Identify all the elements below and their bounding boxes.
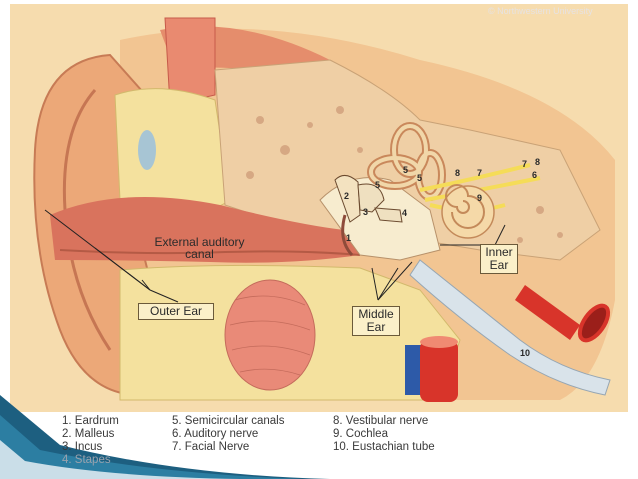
marker-8a: 8 [455, 168, 461, 178]
stapes [374, 207, 403, 223]
label-inner-ear-line2: Ear [489, 258, 509, 272]
marker-10: 10 [520, 348, 531, 358]
label-inner-ear: Inner Ear [480, 244, 518, 274]
legend-item-facial-nerve: 7. Facial Nerve [172, 441, 250, 453]
marker-7a: 7 [477, 168, 483, 178]
label-middle-ear-line2: Ear [366, 320, 386, 334]
legend-item-incus: 3. Incus [62, 441, 103, 453]
legend-column-2: 5. Semicircular canals 6. Auditory nerve… [172, 415, 284, 454]
eustachian-tube [409, 259, 611, 396]
marker-5c: 5 [417, 173, 423, 183]
marker-1: 1 [346, 233, 352, 243]
legend-column-3: 8. Vestibular nerve 9. Cochlea 10. Eusta… [333, 415, 435, 454]
legend-item-stapes: 4. Stapes [62, 454, 111, 466]
incus [357, 183, 385, 213]
corner-swoosh [0, 395, 330, 479]
label-outer-ear: Outer Ear [138, 303, 214, 320]
marker-2: 2 [344, 191, 350, 201]
marker-5b: 5 [403, 165, 409, 175]
cochlea [441, 185, 495, 239]
label-outer-ear-text: Outer Ear [149, 304, 203, 318]
parotid-tissue [224, 279, 316, 391]
label-external-auditory-canal-line2: canal [185, 247, 214, 261]
pointer-lines [44, 209, 506, 303]
marker-4: 4 [402, 208, 408, 218]
canal-floor [59, 249, 361, 256]
parotid-lobules [229, 295, 311, 376]
marker-5a: 5 [375, 180, 381, 190]
legend-item-auditory-nerve: 6. Auditory nerve [172, 428, 259, 440]
marker-3: 3 [363, 207, 369, 217]
cartilage-upper [114, 88, 231, 217]
marker-8b: 8 [535, 157, 541, 167]
legend-item-eardrum: 1. Eardrum [62, 415, 119, 427]
label-middle-ear: Middle Ear [352, 306, 400, 336]
legend-item-cochlea: 9. Cochlea [333, 428, 388, 440]
legend-item-malleus: 2. Malleus [62, 428, 115, 440]
carotid-artery [515, 285, 611, 343]
cartilage-vessel [138, 130, 156, 170]
label-middle-ear-line1: Middle [358, 307, 394, 321]
external-canal [50, 197, 360, 263]
label-inner-ear-line1: Inner [485, 245, 513, 259]
eardrum [341, 214, 354, 257]
label-external-auditory-canal-line1: External auditory [154, 235, 245, 249]
marker-9: 9 [477, 193, 483, 203]
label-external-auditory-canal: External auditory canal [142, 236, 257, 260]
skin-stripe [164, 17, 216, 106]
copyright-notice: © Northwestern University [488, 6, 593, 16]
legend-column-1: 1. Eardrum 2. Malleus 3. Incus 4. Stapes [62, 415, 119, 467]
legend-item-semicircular-canals: 5. Semicircular canals [172, 415, 285, 427]
bone-pores [246, 106, 563, 243]
marker-6: 6 [532, 170, 538, 180]
marker-7b: 7 [522, 159, 528, 169]
legend-item-vestibular-nerve: 8. Vestibular nerve [333, 415, 429, 427]
cochlea-spiral [445, 184, 485, 229]
jugular-vessels [405, 336, 458, 402]
legend-item-eustachian-tube: 10. Eustachian tube [333, 441, 435, 453]
